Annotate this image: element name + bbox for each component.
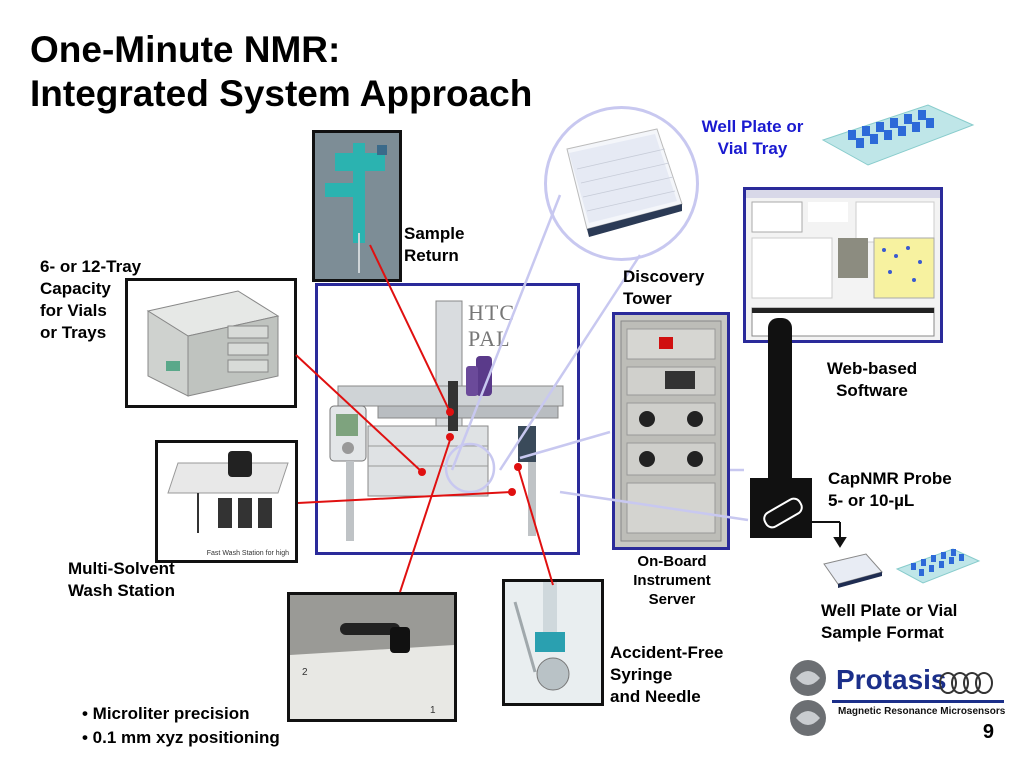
tower-rack-image [620, 320, 722, 542]
label-well-plate-tray: Well Plate or Vial Tray [701, 117, 804, 158]
label-capnmr-probe: CapNMR Probe 5- or 10-µL [828, 469, 952, 510]
slide-number: 9 [982, 721, 994, 743]
precision-arm-photo: 2 1 [287, 592, 457, 722]
tray-capacity-photo [125, 278, 297, 408]
well-plate-magnifier [544, 106, 699, 261]
tray-stack-image [146, 290, 280, 397]
htc-pal-brand-text: HTC PAL [468, 300, 515, 351]
probe-column [768, 318, 792, 490]
label-onboard-server: On-Board Instrument Server [633, 553, 711, 608]
bullet-item: • Microliter precision [82, 704, 250, 723]
label-sample-return: Sample Return [404, 224, 465, 265]
htc-pal-logo: HTC PAL [468, 300, 558, 351]
syringe-needle-image [505, 582, 601, 703]
well-plate-small-image [820, 550, 886, 588]
bullet-list: • Microliter precision • 0.1 mm xyz posi… [82, 702, 280, 750]
syringe-needle-photo [502, 579, 604, 706]
wash-station-image [167, 451, 289, 533]
vial-tray-graphic [821, 104, 975, 166]
capnmr-probe-box [750, 478, 812, 538]
vial-tray-small-graphic [895, 548, 981, 584]
vial-tray-image [818, 100, 978, 170]
vial-tray-small-image [893, 545, 981, 585]
htc-pal-frame: HTC PAL [315, 283, 580, 555]
well-plate-small-graphic [823, 553, 883, 588]
protasis-coil-icon [939, 672, 993, 694]
label-web-software: Web-based Software [826, 359, 918, 400]
bullet-item: • 0.1 mm xyz positioning [82, 728, 280, 747]
precision-arm-image: 2 1 [290, 595, 454, 719]
svg-text:2: 2 [302, 667, 308, 678]
wash-station-photo: Fast Wash Station for high [155, 440, 298, 563]
well-plate-image [566, 128, 683, 237]
software-ui-image [746, 190, 940, 337]
protasis-wordmark: Protasis [836, 664, 947, 695]
label-discovery-tower: Discovery Tower [623, 267, 705, 308]
wash-photo-caption: Fast Wash Station for high [206, 550, 289, 557]
label-syringe-needle: Accident-Free Syringe and Needle [610, 643, 724, 706]
discovery-tower-photo [612, 312, 730, 550]
syringe-holder-image [315, 133, 399, 279]
slide-title: One-Minute NMR: Integrated System Approa… [30, 28, 532, 116]
web-software-screenshot [743, 187, 943, 343]
sample-return-photo [312, 130, 402, 282]
label-tray-capacity: 6- or 12-Tray Capacity for Vials or Tray… [40, 257, 142, 342]
protasis-logo: Protasis Magnetic Resonance Microsensors [788, 658, 1008, 738]
label-wash-station: Multi-Solvent Wash Station [68, 559, 176, 600]
title-line-2: Integrated System Approach [30, 73, 533, 114]
protasis-logo-bar [832, 700, 1004, 703]
probe-icon [760, 494, 806, 532]
protasis-tagline: Magnetic Resonance Microsensors [838, 706, 1006, 717]
label-sample-format: Well Plate or Vial Sample Format [821, 601, 958, 642]
svg-text:1: 1 [430, 705, 436, 716]
title-line-1: One-Minute NMR: [30, 29, 341, 70]
probe-arrow-head [833, 537, 847, 548]
protasis-logo-mark [790, 660, 826, 736]
